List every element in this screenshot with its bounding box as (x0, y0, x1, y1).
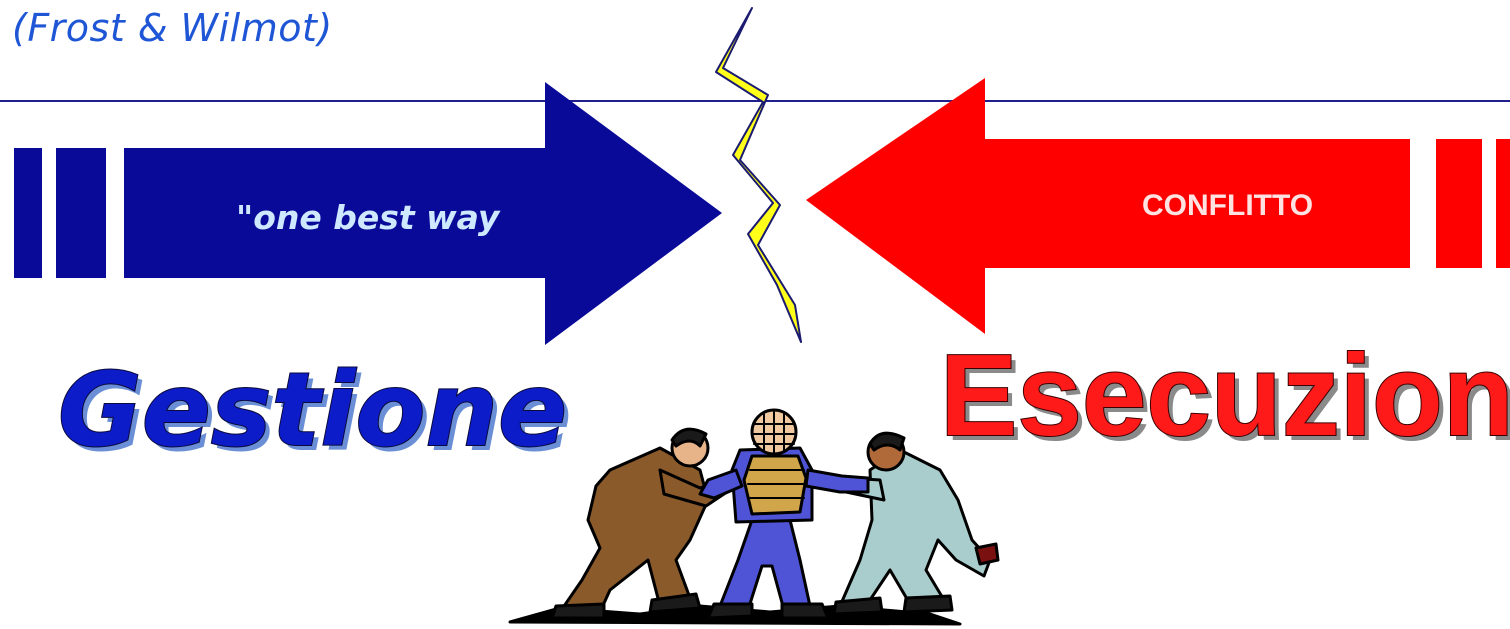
right-title: Esecuzione Esecuzione (940, 330, 1510, 465)
left-fighter-shoe (552, 604, 604, 618)
referee-arm-right (806, 470, 868, 492)
right-arrow-stripe-2 (1496, 139, 1510, 268)
left-fighter (552, 429, 736, 618)
right-title-text: Esecuzione (940, 330, 1510, 460)
left-arrow-stripe-2 (56, 148, 106, 278)
right-arrow-stripe-1 (1436, 139, 1482, 268)
right-arrow-label: CONFLITTO (1142, 189, 1313, 222)
left-arrow-stripe-1 (14, 148, 42, 278)
right-fighter-body (840, 450, 990, 606)
left-fighter-body (560, 448, 708, 612)
left-title: Gestione Gestione (58, 351, 572, 475)
referee-illustration (510, 410, 998, 624)
lightning-bolt-icon (716, 8, 801, 342)
referee-shoe-left (708, 604, 752, 618)
right-fighter-shoe-2 (904, 596, 952, 612)
referee-legs (720, 520, 810, 610)
left-arrow: "one best way (14, 82, 722, 345)
referee (700, 410, 868, 618)
right-fighter-glove (976, 544, 998, 564)
right-arrow-body (806, 78, 1410, 334)
left-arrow-label: "one best way (236, 198, 501, 237)
left-title-text: Gestione (58, 351, 567, 470)
right-fighter-shoe (834, 598, 882, 614)
right-arrow: CONFLITTO (806, 78, 1510, 334)
referee-shoe-right (782, 604, 828, 618)
